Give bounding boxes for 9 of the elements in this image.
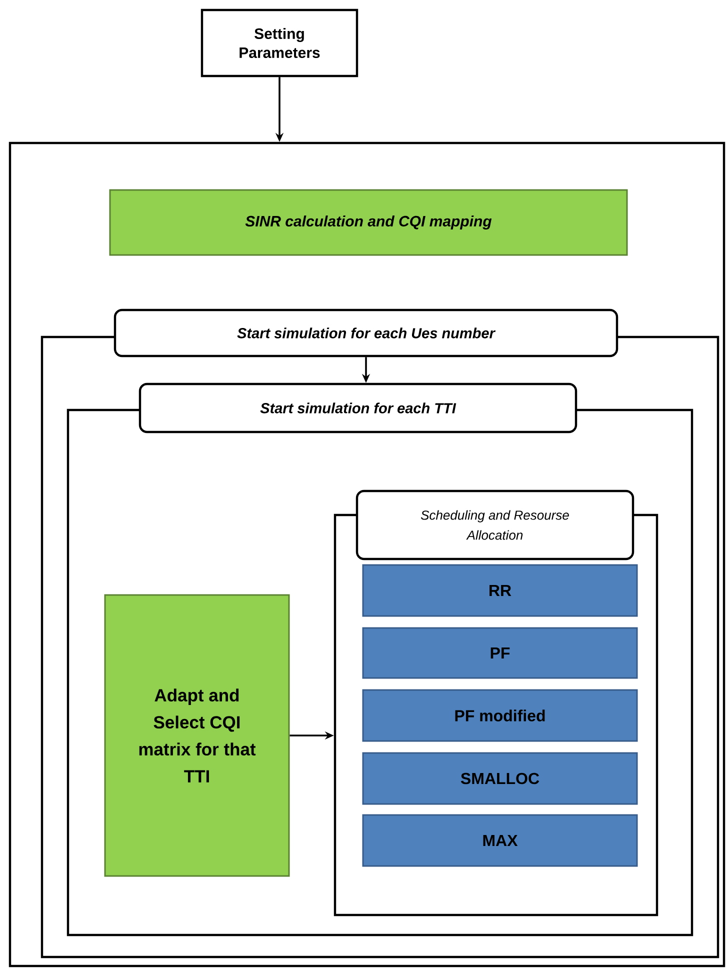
algorithm-box: RR bbox=[362, 564, 638, 617]
process-box: Setting Parameters bbox=[200, 8, 358, 78]
process-box: Adapt and Select CQI matrix for that TTI bbox=[104, 594, 290, 877]
node-label: Start simulation for each Ues number bbox=[237, 328, 496, 338]
algorithm-box: PF modified bbox=[362, 689, 638, 742]
algorithm-box: MAX bbox=[362, 814, 638, 867]
algorithm-box: PF bbox=[362, 627, 638, 679]
process-box: SINR calculation and CQI mapping bbox=[109, 189, 628, 256]
algorithm-box: SMALLOC bbox=[362, 752, 638, 805]
